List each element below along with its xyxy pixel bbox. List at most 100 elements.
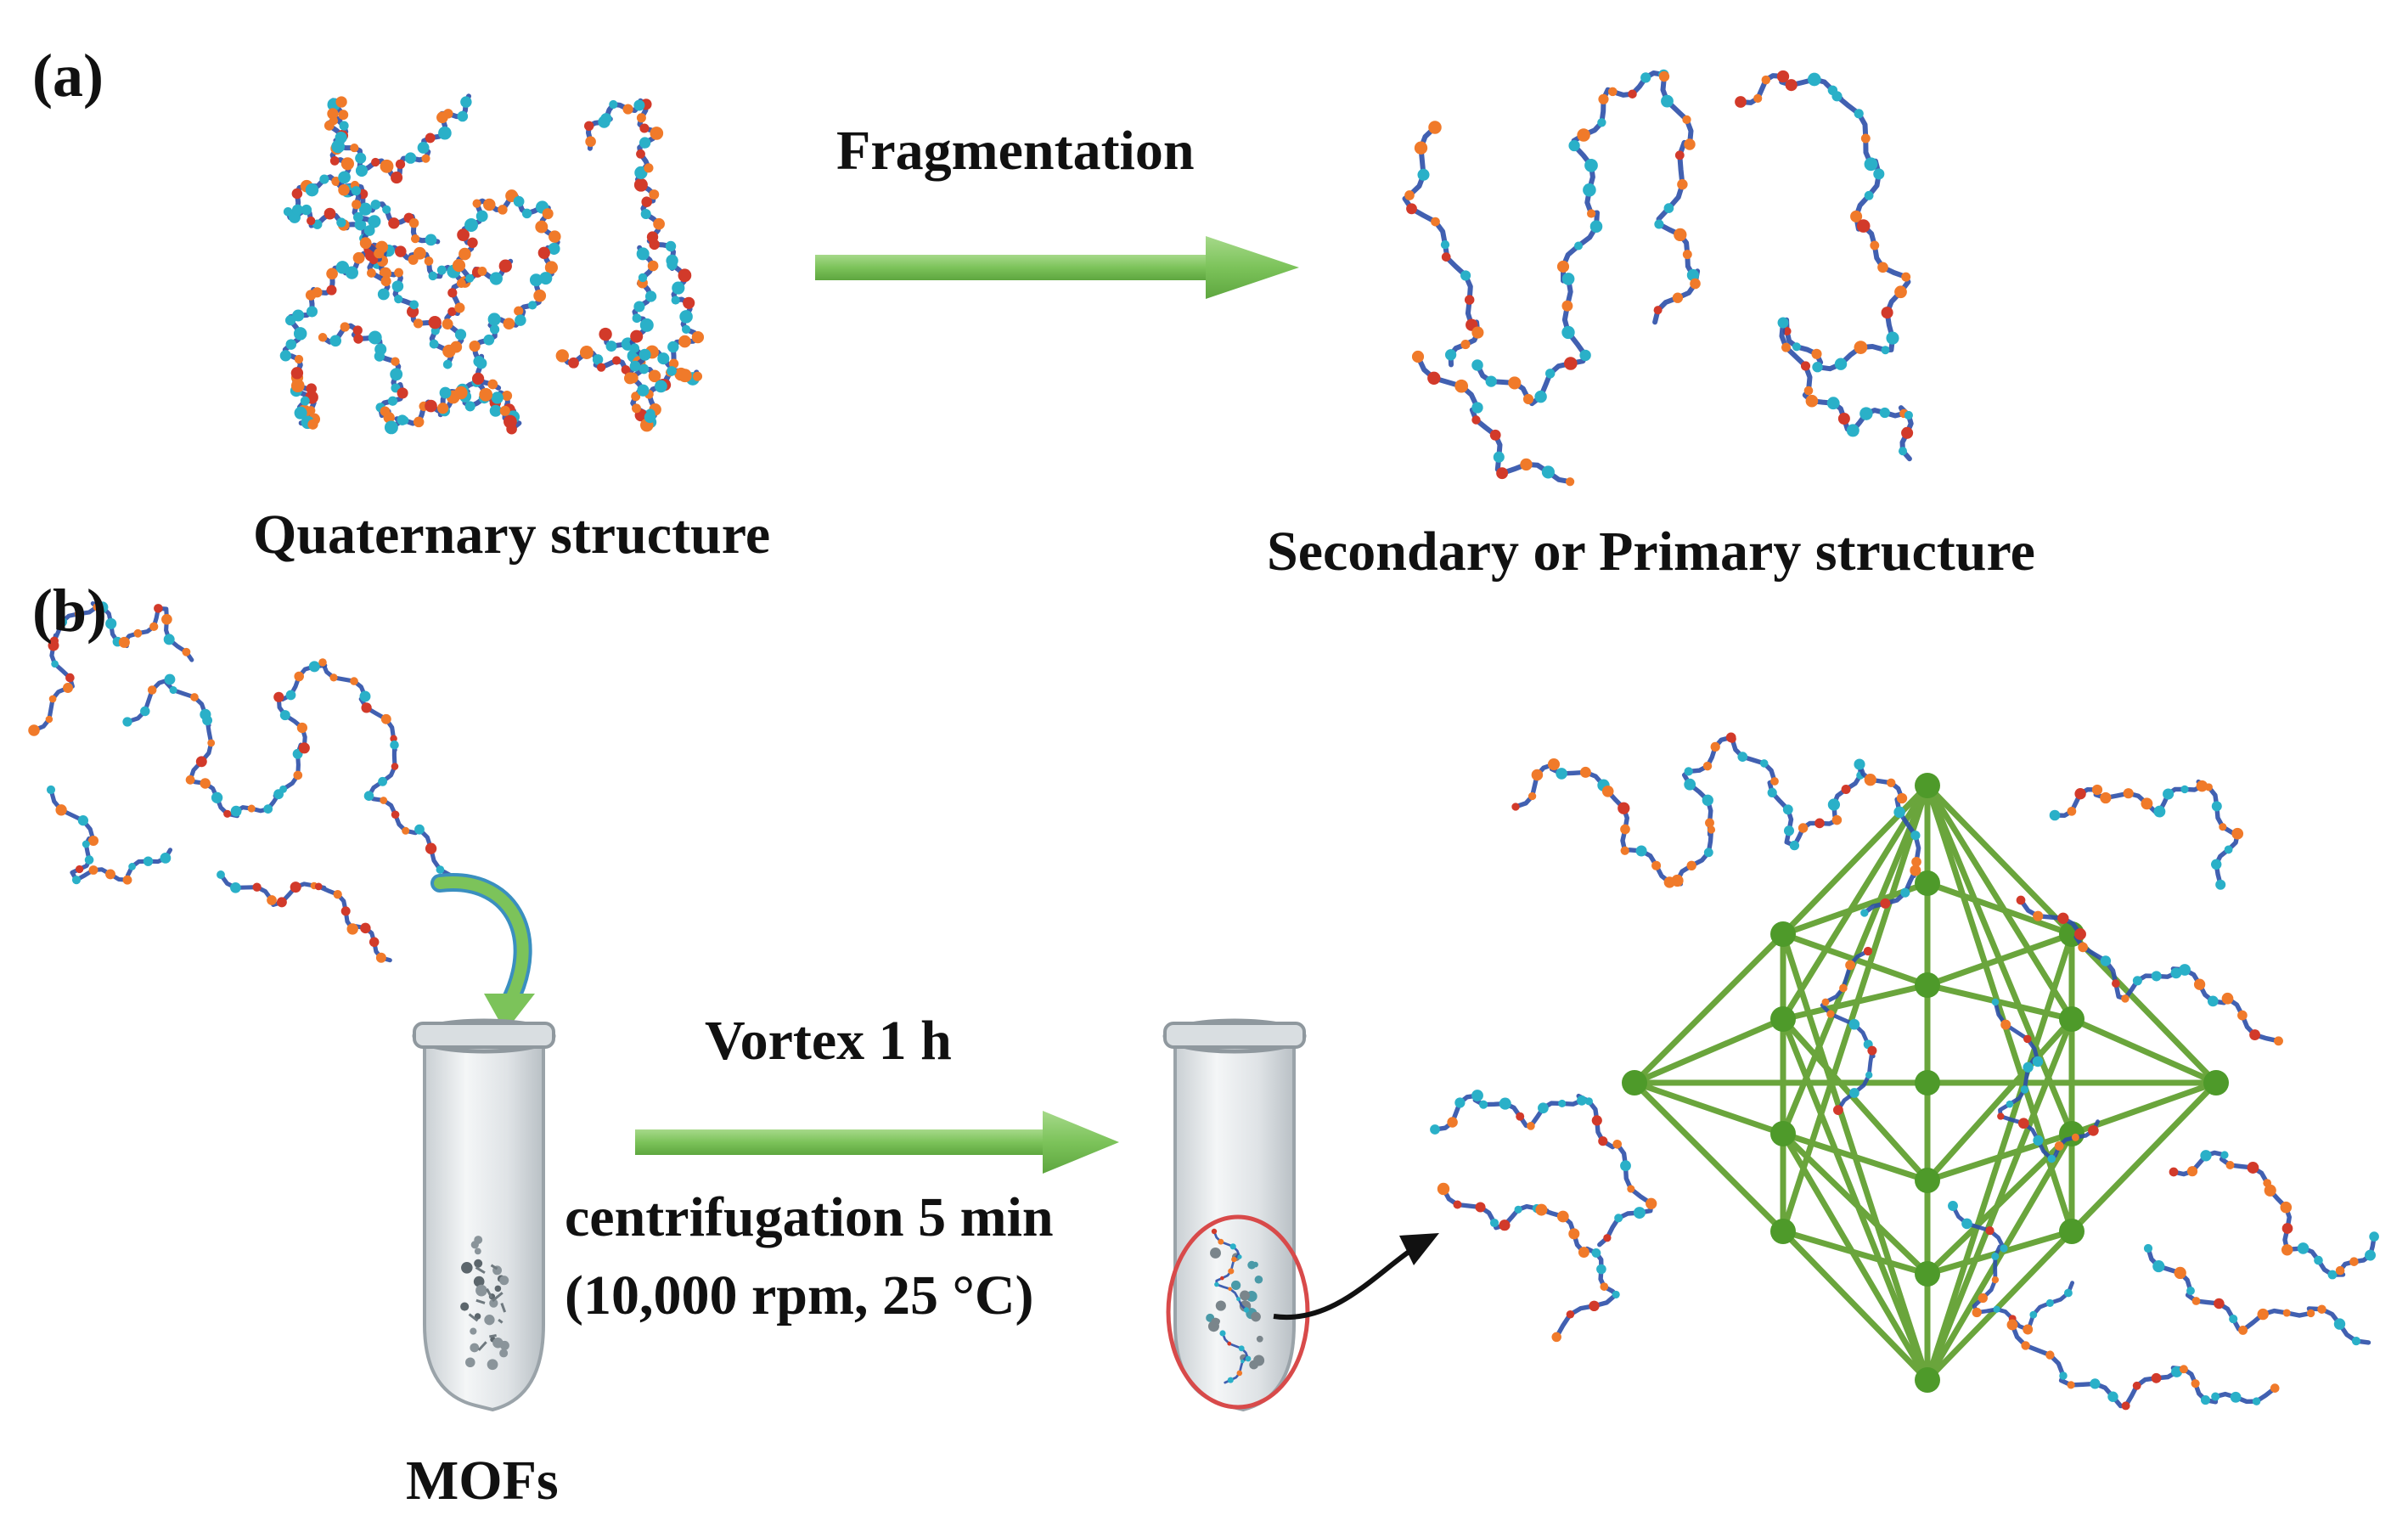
residue-bead xyxy=(515,314,526,326)
residue-bead xyxy=(402,826,410,835)
residue-bead xyxy=(2033,1135,2044,1146)
protein-backbone xyxy=(218,872,392,963)
residue-bead xyxy=(1985,1225,1994,1236)
residue-bead xyxy=(442,318,453,330)
residue-bead xyxy=(421,154,430,163)
mof-particle xyxy=(498,1318,504,1324)
residue-bead xyxy=(464,218,478,232)
mof-protein-pellet-icon xyxy=(1206,1228,1265,1384)
residue-bead xyxy=(97,601,109,613)
pellet-particle xyxy=(1215,1300,1226,1311)
residue-bead xyxy=(1597,118,1606,127)
residue-bead xyxy=(211,791,223,803)
residue-bead xyxy=(1978,1293,1988,1304)
mof-linker xyxy=(1925,1229,2074,1383)
residue-bead xyxy=(84,855,94,865)
residue-bead xyxy=(1684,767,1693,776)
residue-bead xyxy=(352,200,362,210)
residue-bead xyxy=(469,340,481,352)
residue-bead xyxy=(1583,183,1596,197)
residue-bead xyxy=(395,245,407,257)
residue-bead xyxy=(1460,270,1471,281)
residue-bead xyxy=(1873,168,1885,180)
residue-bead xyxy=(1551,1332,1561,1343)
residue-bead xyxy=(549,230,561,243)
residue-bead xyxy=(2063,1288,2073,1298)
mof-linker xyxy=(1924,1132,2075,1382)
residue-bead xyxy=(65,673,75,683)
mof-node xyxy=(2059,1219,2084,1244)
residue-bead xyxy=(2257,1308,2269,1321)
residue-bead xyxy=(1640,72,1651,83)
residue-bead xyxy=(388,217,400,229)
residue-bead xyxy=(425,132,436,144)
residue-bead xyxy=(391,810,400,820)
residue-bead xyxy=(1589,220,1603,233)
residue-bead xyxy=(1620,846,1629,855)
mof-node xyxy=(1915,773,1940,798)
quaternary-caption: Quaternary structure xyxy=(253,504,771,566)
residue-bead xyxy=(1948,1201,1958,1211)
residue-bead xyxy=(425,842,437,854)
residue-bead xyxy=(1627,1185,1635,1193)
mof-linker xyxy=(1781,1017,1930,1183)
residue-bead xyxy=(1601,785,1614,797)
residue-bead xyxy=(1671,874,1684,887)
protein-backbone xyxy=(2146,1246,2371,1345)
residue-bead xyxy=(653,217,665,230)
residue-bead xyxy=(1591,1248,1601,1258)
residue-bead xyxy=(668,358,679,369)
residue-bead xyxy=(308,661,320,673)
residue-bead xyxy=(45,715,53,724)
residue-bead xyxy=(1839,983,1848,993)
residue-bead xyxy=(641,196,652,207)
residue-bead xyxy=(306,383,317,394)
mofs-caption: MOFs xyxy=(406,1450,559,1512)
mof-node xyxy=(1915,972,1940,998)
residue-bead xyxy=(77,815,89,826)
residue-bead xyxy=(293,770,303,780)
residue-bead xyxy=(382,205,391,214)
mof-linker xyxy=(1925,1017,2074,1183)
residue-bead xyxy=(666,254,678,268)
residue-bead xyxy=(2211,801,2222,812)
residue-bead xyxy=(350,677,358,685)
residue-bead xyxy=(48,695,57,703)
residue-bead xyxy=(2327,1270,2338,1280)
residue-bead xyxy=(1620,1160,1631,1172)
residue-bead xyxy=(1454,1097,1466,1108)
residue-bead xyxy=(1454,379,1469,393)
residue-bead xyxy=(1511,803,1520,811)
pellet-particle xyxy=(1230,1280,1241,1291)
residue-bead xyxy=(340,906,351,916)
residue-bead xyxy=(1702,794,1713,806)
residue-bead xyxy=(1686,860,1696,871)
residue-bead xyxy=(410,234,420,244)
residue-bead xyxy=(105,869,115,880)
residue-bead xyxy=(105,617,117,629)
residue-bead xyxy=(2006,1100,2014,1108)
residue-bead xyxy=(1531,769,1544,781)
residue-bead xyxy=(2033,910,2044,921)
residue-bead xyxy=(1646,1197,1657,1209)
residue-bead xyxy=(647,260,659,272)
residue-bead xyxy=(465,273,475,283)
residue-bead xyxy=(598,115,610,128)
residue-bead xyxy=(1496,467,1509,480)
residue-bead xyxy=(329,335,342,347)
residue-bead xyxy=(154,604,163,613)
mof-node xyxy=(1770,1121,1796,1146)
residue-bead xyxy=(414,824,425,835)
residue-bead xyxy=(1541,465,1555,479)
residue-bead xyxy=(2017,1118,2029,1129)
residue-bead xyxy=(290,881,301,893)
residue-bead xyxy=(1229,1243,1236,1250)
residue-bead xyxy=(1237,1254,1242,1259)
quaternary-protein-icon xyxy=(279,93,705,435)
residue-bead xyxy=(2151,1372,2162,1383)
residue-bead xyxy=(521,208,532,219)
residue-bead xyxy=(374,351,385,362)
residue-bead xyxy=(28,724,40,736)
residue-bead xyxy=(351,186,361,196)
residue-bead xyxy=(1471,402,1483,414)
